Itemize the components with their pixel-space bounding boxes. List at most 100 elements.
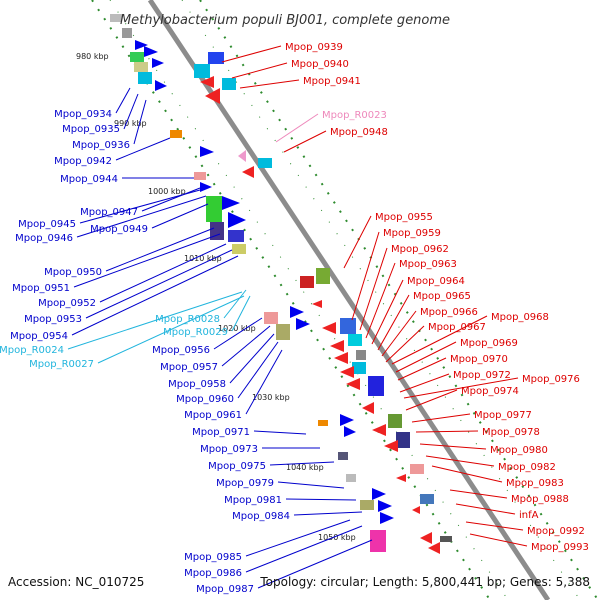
gene-label: Mpop_0971 xyxy=(192,427,250,438)
gene-feature xyxy=(208,52,224,64)
gene-feature xyxy=(138,72,152,84)
gene-label: Mpop_0953 xyxy=(24,314,82,325)
gene-label: Mpop_0955 xyxy=(375,212,433,223)
gene-feature xyxy=(378,500,392,512)
gene-label: Mpop_0980 xyxy=(490,445,548,456)
gene-feature xyxy=(242,166,254,178)
gene-feature xyxy=(360,500,374,510)
gene-label: Mpop_R0023 xyxy=(322,110,387,121)
gene-label: Mpop_0993 xyxy=(531,542,589,553)
gene-label: Mpop_0960 xyxy=(176,394,234,405)
gene-label: Mpop_0948 xyxy=(330,127,388,138)
gene-label: Mpop_0941 xyxy=(303,76,361,87)
gene-feature xyxy=(346,378,360,390)
gene-feature xyxy=(346,474,356,482)
reverse-strand-genes xyxy=(194,52,452,554)
gene-label: Mpop_0942 xyxy=(54,156,112,167)
gene-feature xyxy=(440,536,452,542)
gene-label: Mpop_0940 xyxy=(291,59,349,70)
gene-feature xyxy=(134,62,148,72)
gene-feature xyxy=(276,324,290,340)
right-gene-labels: Mpop_0939 Mpop_0940 Mpop_0941 Mpop_R0023… xyxy=(221,42,589,553)
scale-label: 1040 kbp xyxy=(286,463,324,472)
gene-feature xyxy=(312,300,322,308)
gene-label: Mpop_0982 xyxy=(498,462,556,473)
gene-feature xyxy=(356,350,366,360)
gene-label: Mpop_0939 xyxy=(285,42,343,53)
gene-label: Mpop_0961 xyxy=(184,410,242,421)
gene-label: Mpop_0987 xyxy=(196,584,254,595)
gene-feature xyxy=(420,494,434,504)
gene-feature xyxy=(135,40,148,50)
gene-feature xyxy=(410,464,424,474)
gene-feature xyxy=(228,230,244,242)
gene-label: Mpop_0945 xyxy=(18,219,76,230)
gene-feature xyxy=(152,58,164,68)
gene-label: Mpop_0944 xyxy=(60,174,118,185)
gene-feature xyxy=(338,452,348,460)
gene-feature xyxy=(222,196,240,210)
gene-feature xyxy=(130,52,144,62)
gene-label: Mpop_0983 xyxy=(506,478,564,489)
gene-feature xyxy=(210,222,224,240)
gene-feature xyxy=(384,440,398,452)
gene-feature xyxy=(396,474,406,482)
gene-label: Mpop_0965 xyxy=(413,291,471,302)
gene-label: Mpop_0974 xyxy=(461,386,519,397)
gene-label: Mpop_0963 xyxy=(399,259,457,270)
gene-feature xyxy=(388,414,402,428)
gene-label: Mpop_0973 xyxy=(200,444,258,455)
gene-feature xyxy=(300,276,314,288)
genome-backbone xyxy=(147,0,551,600)
gene-feature xyxy=(258,158,272,168)
map-title: Methylobacterium populi BJ001, complete … xyxy=(120,13,450,28)
gene-label: Mpop_0952 xyxy=(38,298,96,309)
gene-label: Mpop_0984 xyxy=(232,511,290,522)
scale-label: 1020 kbp xyxy=(218,324,256,333)
gene-feature xyxy=(228,212,246,228)
gene-label: Mpop_0957 xyxy=(160,362,218,373)
gene-label: Mpop_0959 xyxy=(383,228,441,239)
gene-feature xyxy=(396,432,410,448)
scale-label: 1000 kbp xyxy=(148,187,186,196)
gene-label: Mpop_0956 xyxy=(152,345,210,356)
gene-feature xyxy=(334,352,348,364)
gene-feature xyxy=(290,306,304,318)
gene-label: Mpop_0970 xyxy=(450,354,508,365)
gene-feature xyxy=(340,366,354,378)
gene-feature xyxy=(412,506,420,514)
gene-label: Mpop_0962 xyxy=(391,244,449,255)
topology-text: Topology: circular; Length: 5,800,441 bp… xyxy=(259,575,590,589)
gene-feature xyxy=(222,78,236,90)
gene-label: Mpop_0934 xyxy=(54,109,112,120)
gene-feature xyxy=(110,14,122,22)
gene-label: Mpop_0968 xyxy=(491,312,549,323)
gene-label: Mpop_0950 xyxy=(44,267,102,278)
gene-feature xyxy=(370,530,386,552)
gene-feature xyxy=(344,426,356,437)
gene-label: Mpop_0966 xyxy=(420,307,478,318)
gene-feature xyxy=(206,196,222,222)
gene-feature xyxy=(368,376,384,396)
forward-strand-genes xyxy=(110,14,394,552)
gene-label: Mpop_0981 xyxy=(224,495,282,506)
gene-feature xyxy=(340,318,356,334)
gene-feature xyxy=(205,88,220,104)
gene-feature xyxy=(348,334,362,346)
gene-feature xyxy=(380,512,394,524)
scale-label: 1010 kbp xyxy=(184,254,222,263)
gene-label: Mpop_0977 xyxy=(474,410,532,421)
gene-feature xyxy=(318,420,328,426)
gene-feature xyxy=(296,318,310,330)
gene-label: Mpop_0975 xyxy=(208,461,266,472)
gene-feature xyxy=(122,28,132,38)
gene-feature xyxy=(340,414,354,426)
gene-label: Mpop_0988 xyxy=(511,494,569,505)
gene-label: Mpop_0986 xyxy=(184,568,242,579)
scale-labels: 980 kbp 990 kbp 1000 kbp 1010 kbp 1020 k… xyxy=(76,52,356,542)
gene-feature xyxy=(194,64,210,78)
gene-label: Mpop_0954 xyxy=(10,331,68,342)
gene-feature xyxy=(362,402,374,414)
accession-text: Accession: NC_010725 xyxy=(8,575,144,589)
